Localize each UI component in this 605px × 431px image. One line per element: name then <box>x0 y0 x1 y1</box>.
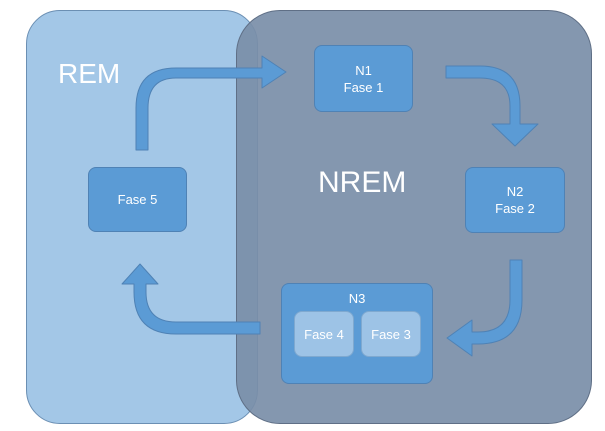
rem-label: REM <box>58 58 121 89</box>
node-fase3-label: Fase 3 <box>371 326 411 342</box>
nrem-label: NREM <box>318 166 407 199</box>
node-fase4-label: Fase 4 <box>304 326 344 342</box>
node-n1-title: N1 <box>355 62 372 78</box>
node-fase4: Fase 4 <box>294 311 354 357</box>
node-fase3: Fase 3 <box>361 311 421 357</box>
node-n3-title: N3 <box>348 291 366 306</box>
node-n2-subtitle: Fase 2 <box>495 201 535 216</box>
node-fase5-label: Fase 5 <box>117 192 158 207</box>
node-fase5: Fase 5 <box>88 167 187 232</box>
node-n1-subtitle: Fase 1 <box>343 79 384 95</box>
node-n2-title: N2 <box>506 184 524 199</box>
node-n1: N1 Fase 1 <box>314 45 413 112</box>
node-n2: N2 Fase 2 <box>465 167 565 233</box>
